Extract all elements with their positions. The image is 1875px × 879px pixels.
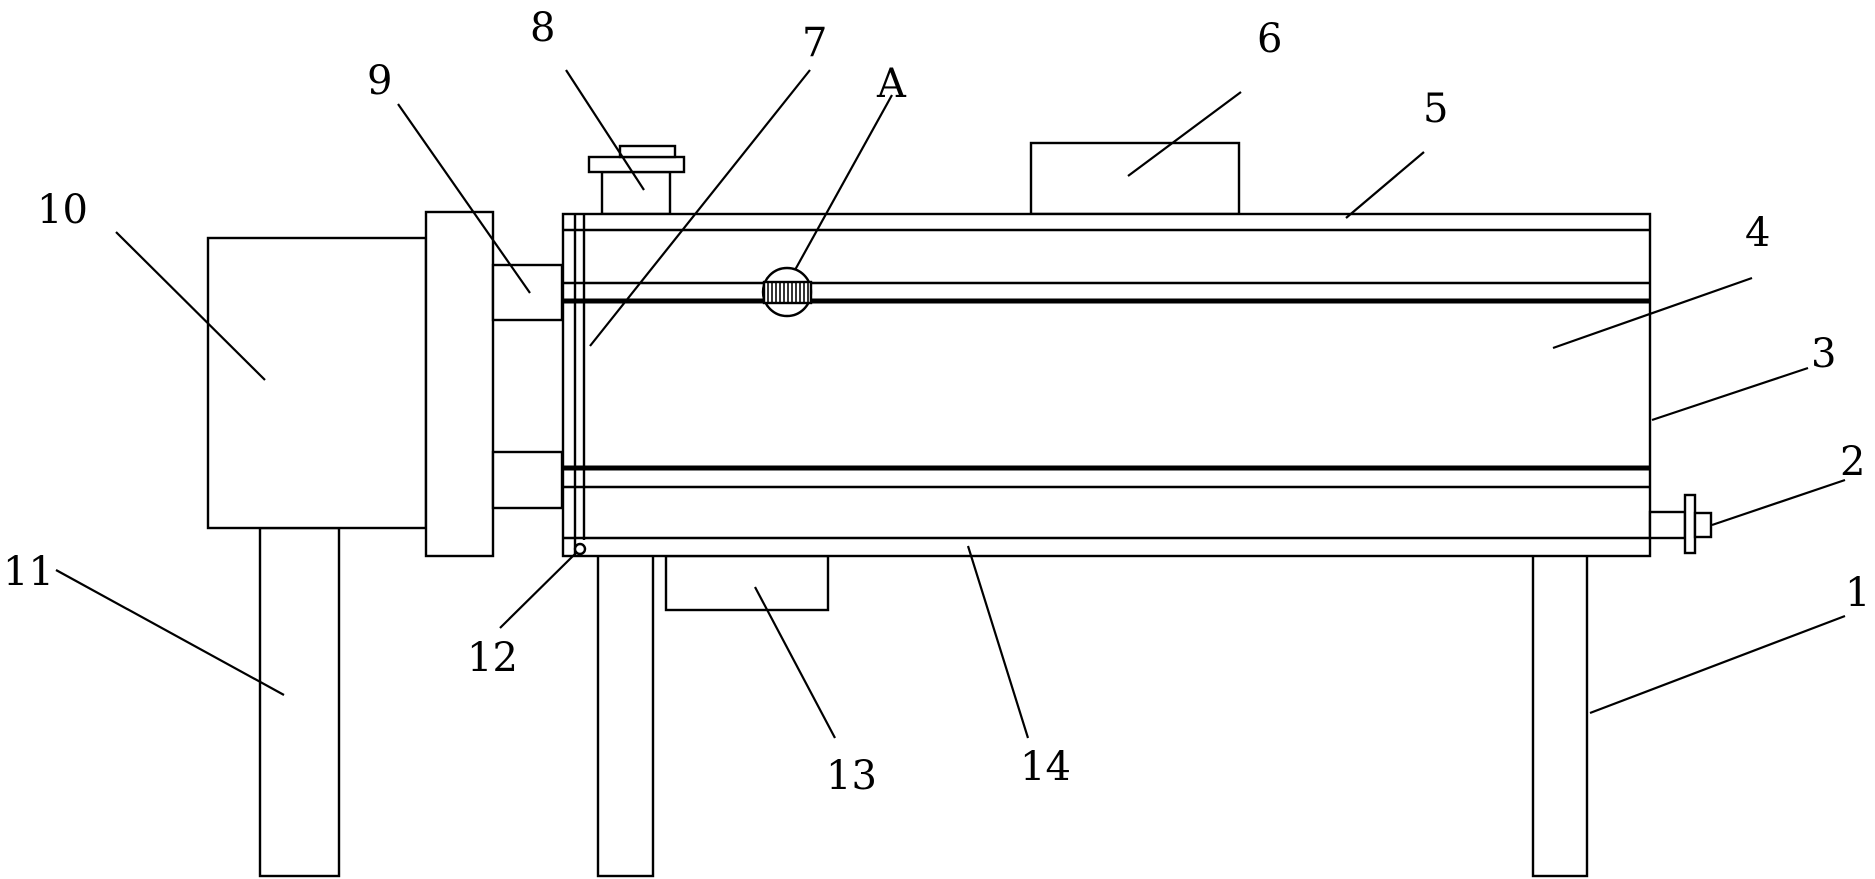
label-2: 2 bbox=[1840, 439, 1865, 485]
label-8: 8 bbox=[530, 5, 555, 51]
leader-10 bbox=[115, 231, 266, 381]
label-9: 9 bbox=[367, 58, 392, 104]
support-leg-front bbox=[596, 552, 655, 878]
leader-8 bbox=[565, 69, 645, 191]
leader-2 bbox=[1711, 478, 1846, 527]
support-leg-rear bbox=[1531, 552, 1589, 878]
leader-4 bbox=[1552, 276, 1753, 350]
label-13: 13 bbox=[826, 753, 877, 799]
leader-7 bbox=[589, 69, 811, 347]
label-4: 4 bbox=[1745, 210, 1770, 256]
outlet-flange bbox=[1683, 493, 1697, 555]
top-box bbox=[1029, 141, 1241, 216]
pivot-pin bbox=[573, 542, 587, 556]
motor-support-post bbox=[258, 526, 341, 878]
feed-inlet-cap bbox=[618, 144, 677, 159]
label-12: 12 bbox=[467, 635, 518, 681]
leader-9 bbox=[397, 103, 531, 294]
leader-3 bbox=[1651, 366, 1809, 422]
label-7: 7 bbox=[802, 20, 827, 66]
coupling-upper bbox=[491, 263, 564, 322]
coupling-lower bbox=[491, 450, 564, 510]
label-6: 6 bbox=[1257, 16, 1282, 62]
label-a: A bbox=[876, 61, 907, 107]
motor-flange bbox=[424, 210, 495, 558]
leader-14 bbox=[966, 545, 1030, 739]
label-11: 11 bbox=[3, 549, 54, 595]
leader-6 bbox=[1127, 91, 1242, 177]
label-5: 5 bbox=[1423, 86, 1448, 132]
leader-13 bbox=[754, 586, 836, 739]
outlet-pipe bbox=[1648, 510, 1687, 540]
leader-11 bbox=[55, 569, 285, 696]
motor-housing bbox=[206, 236, 428, 530]
outlet-cap bbox=[1693, 511, 1713, 539]
leader-1 bbox=[1589, 614, 1846, 715]
detail-a-hatch bbox=[767, 283, 809, 302]
label-1: 1 bbox=[1845, 570, 1870, 616]
bottom-box bbox=[664, 554, 830, 612]
feed-inlet-flange bbox=[587, 155, 686, 174]
label-10: 10 bbox=[37, 187, 88, 233]
label-14: 14 bbox=[1020, 744, 1071, 790]
leader-12 bbox=[499, 552, 577, 629]
main-body bbox=[561, 212, 1652, 558]
label-3: 3 bbox=[1811, 331, 1836, 377]
leader-5 bbox=[1345, 151, 1425, 219]
leader-a bbox=[794, 94, 893, 271]
